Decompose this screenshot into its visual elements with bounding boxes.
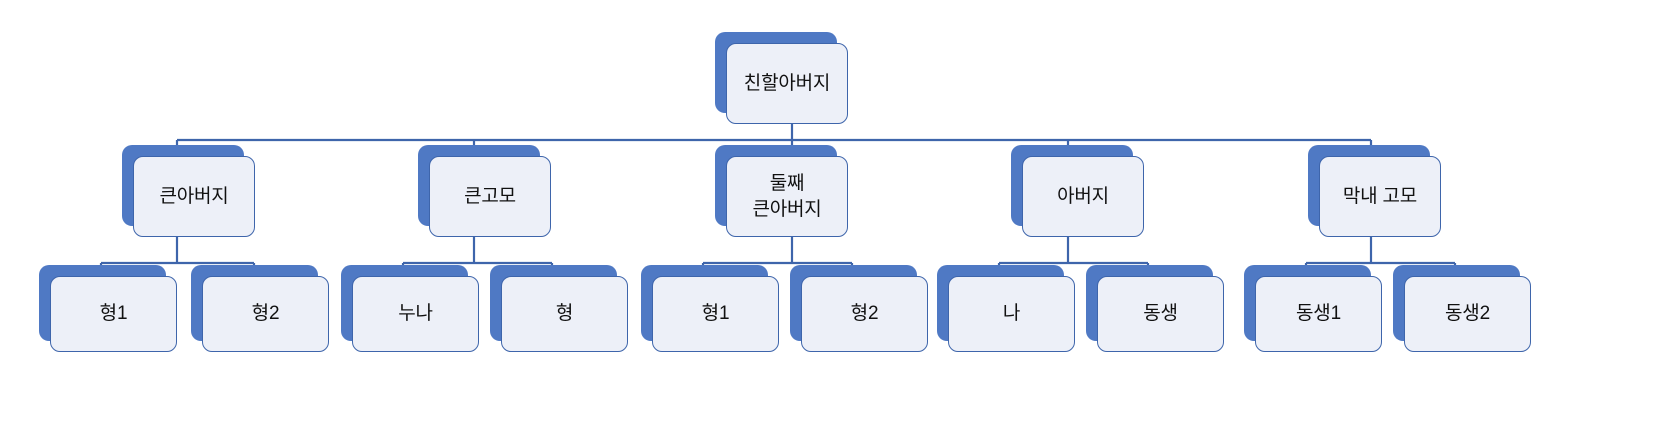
node-g3-0[interactable]: 형1 [39, 265, 177, 352]
node-root[interactable]: 친할아버지 [715, 32, 848, 124]
node-label: 큰아버지 [133, 156, 255, 237]
node-label: 큰고모 [429, 156, 551, 237]
node-g3-5[interactable]: 형2 [790, 265, 928, 352]
node-g3-2[interactable]: 누나 [341, 265, 479, 352]
node-g2-4[interactable]: 막내 고모 [1308, 145, 1441, 237]
node-g2-2[interactable]: 둘째 큰아버지 [715, 145, 848, 237]
node-label: 형1 [652, 276, 779, 352]
node-label: 형 [501, 276, 628, 352]
node-label: 나 [948, 276, 1075, 352]
node-label: 동생2 [1404, 276, 1531, 352]
node-label: 동생 [1097, 276, 1224, 352]
node-label: 누나 [352, 276, 479, 352]
node-g3-7[interactable]: 동생 [1086, 265, 1224, 352]
node-label: 친할아버지 [726, 43, 848, 124]
node-label: 동생1 [1255, 276, 1382, 352]
node-g3-1[interactable]: 형2 [191, 265, 329, 352]
node-g3-3[interactable]: 형 [490, 265, 628, 352]
node-g3-6[interactable]: 나 [937, 265, 1075, 352]
node-g2-0[interactable]: 큰아버지 [122, 145, 255, 237]
node-label: 형2 [801, 276, 928, 352]
node-label: 형2 [202, 276, 329, 352]
node-g3-9[interactable]: 동생2 [1393, 265, 1531, 352]
node-label: 둘째 큰아버지 [726, 156, 848, 237]
node-g2-1[interactable]: 큰고모 [418, 145, 551, 237]
node-g3-4[interactable]: 형1 [641, 265, 779, 352]
node-label: 아버지 [1022, 156, 1144, 237]
node-label: 형1 [50, 276, 177, 352]
node-label: 막내 고모 [1319, 156, 1441, 237]
node-g3-8[interactable]: 동생1 [1244, 265, 1382, 352]
node-g2-3[interactable]: 아버지 [1011, 145, 1144, 237]
